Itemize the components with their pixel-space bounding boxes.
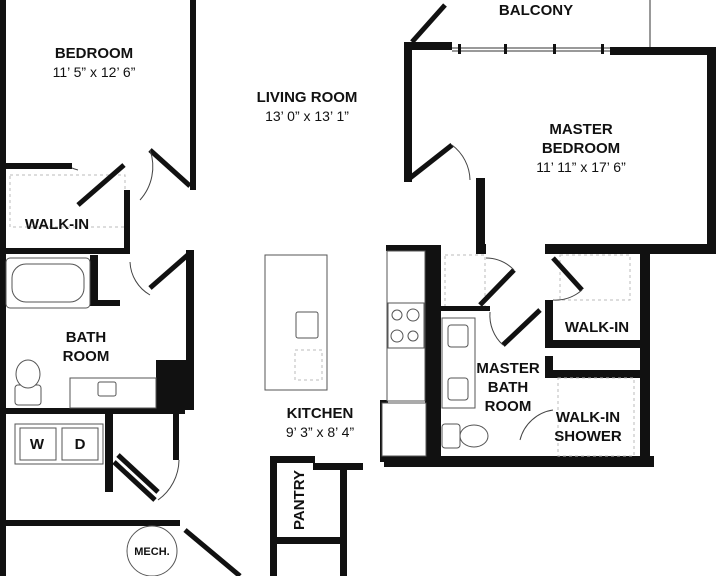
master-bedroom-name-2: BEDROOM: [542, 140, 620, 157]
pantry-name: PANTRY: [291, 470, 308, 530]
master-bath-name-2: BATH: [488, 379, 529, 396]
walkin-name: WALK-IN: [25, 216, 89, 233]
doors: [71, 143, 584, 576]
balcony-name: BALCONY: [499, 2, 573, 19]
master-bedroom-name-1: MASTER: [549, 121, 613, 138]
room-labels: BEDROOM 11’ 5” x 12’ 6” LIVING ROOM 13’ …: [25, 2, 629, 558]
bedroom-dims: 11’ 5” x 12’ 6”: [53, 64, 136, 80]
living-room-name: LIVING ROOM: [257, 89, 358, 106]
bedroom-name: BEDROOM: [55, 45, 133, 62]
dryer-label: D: [75, 436, 86, 453]
kitchen-name: KITCHEN: [287, 405, 354, 422]
bath-name-2: ROOM: [63, 348, 110, 365]
master-bedroom-dims: 11’ 11” x 17’ 6”: [536, 159, 626, 175]
living-room-dims: 13’ 0” x 13’ 1”: [265, 108, 349, 124]
washer-label: W: [30, 436, 45, 453]
fixtures: [5, 250, 635, 576]
bath-name-1: BATH: [66, 329, 107, 346]
mech-name: MECH.: [134, 546, 169, 558]
walkin-shower-name-2: SHOWER: [554, 428, 622, 445]
walkin-shower-name-1: WALK-IN: [556, 409, 620, 426]
master-bath-name-3: ROOM: [485, 398, 532, 415]
master-walkin-name: WALK-IN: [565, 319, 629, 336]
master-bath-name-1: MASTER: [476, 360, 540, 377]
balcony-lines: [410, 0, 651, 54]
kitchen-dims: 9’ 3” x 8’ 4”: [286, 424, 355, 440]
